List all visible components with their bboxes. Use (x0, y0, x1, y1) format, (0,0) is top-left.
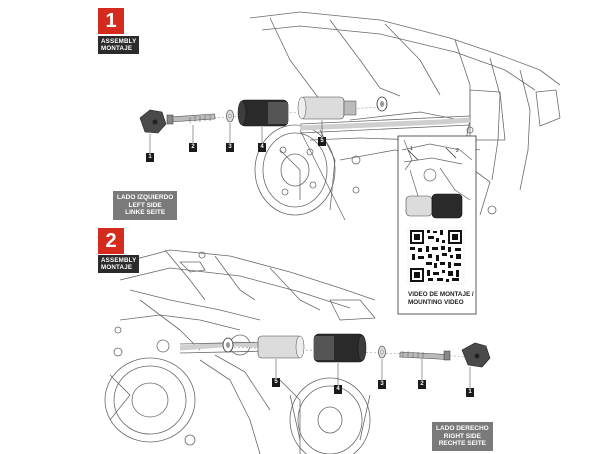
part-label-5: 5 (272, 378, 280, 387)
step-number-1: 1 (98, 8, 124, 34)
step-tag-2: ASSEMBLY MONTAJE (98, 255, 140, 273)
part-label-4: 4 (258, 143, 266, 152)
side-label-line: LADO DERECHO (436, 425, 489, 432)
side-label-line: LEFT SIDE (128, 201, 162, 209)
video-caption-line: VIDEO DE MONTAJE / (408, 291, 474, 298)
step-tag-line: ASSEMBLY (101, 257, 137, 264)
part-label-3: 3 (378, 380, 386, 389)
side-label-line: RECHTE SEITE (438, 440, 487, 447)
video-caption-line: MOUNTING VIDEO (408, 298, 464, 306)
inset-illustration (401, 139, 473, 211)
brake-disc-bottom (279, 377, 371, 454)
part-label-2: 2 (418, 380, 426, 389)
brake-disc-top (254, 124, 336, 216)
step-number-2: 2 (98, 228, 124, 254)
step1-exploded-parts (139, 96, 388, 153)
side-label-left: LADO IZQUIERDO LEFT SIDE LINKE SEITE (113, 191, 178, 220)
side-label-line: LINKE SEITE (125, 209, 166, 216)
part-label-3: 3 (226, 143, 234, 152)
step2-exploded-parts (222, 333, 491, 388)
inset-part-num-1: 1 (410, 146, 413, 152)
step-tag-line: MONTAJE (101, 45, 133, 52)
step-tag-line: ASSEMBLY (101, 38, 137, 45)
video-caption: VIDEO DE MONTAJE / MOUNTING VIDEO (408, 291, 474, 306)
part-label-2: 2 (189, 143, 197, 152)
engine-cover (104, 354, 271, 454)
inset-part-num-2: 2 (456, 148, 459, 154)
part-label-1: 1 (466, 388, 474, 397)
side-label-line: RIGHT SIDE (443, 432, 481, 440)
part-label-1: 1 (146, 153, 154, 162)
video-panel: 1 2 (397, 135, 477, 315)
qr-code[interactable] (407, 227, 465, 285)
step-tag-1: ASSEMBLY MONTAJE (98, 36, 140, 54)
step-tag-line: MONTAJE (101, 264, 133, 271)
part-label-5: 5 (318, 137, 326, 146)
side-label-right: LADO DERECHO RIGHT SIDE RECHTE SEITE (432, 422, 493, 451)
side-label-line: LADO IZQUIERDO (117, 194, 174, 201)
part-label-4: 4 (334, 385, 342, 394)
